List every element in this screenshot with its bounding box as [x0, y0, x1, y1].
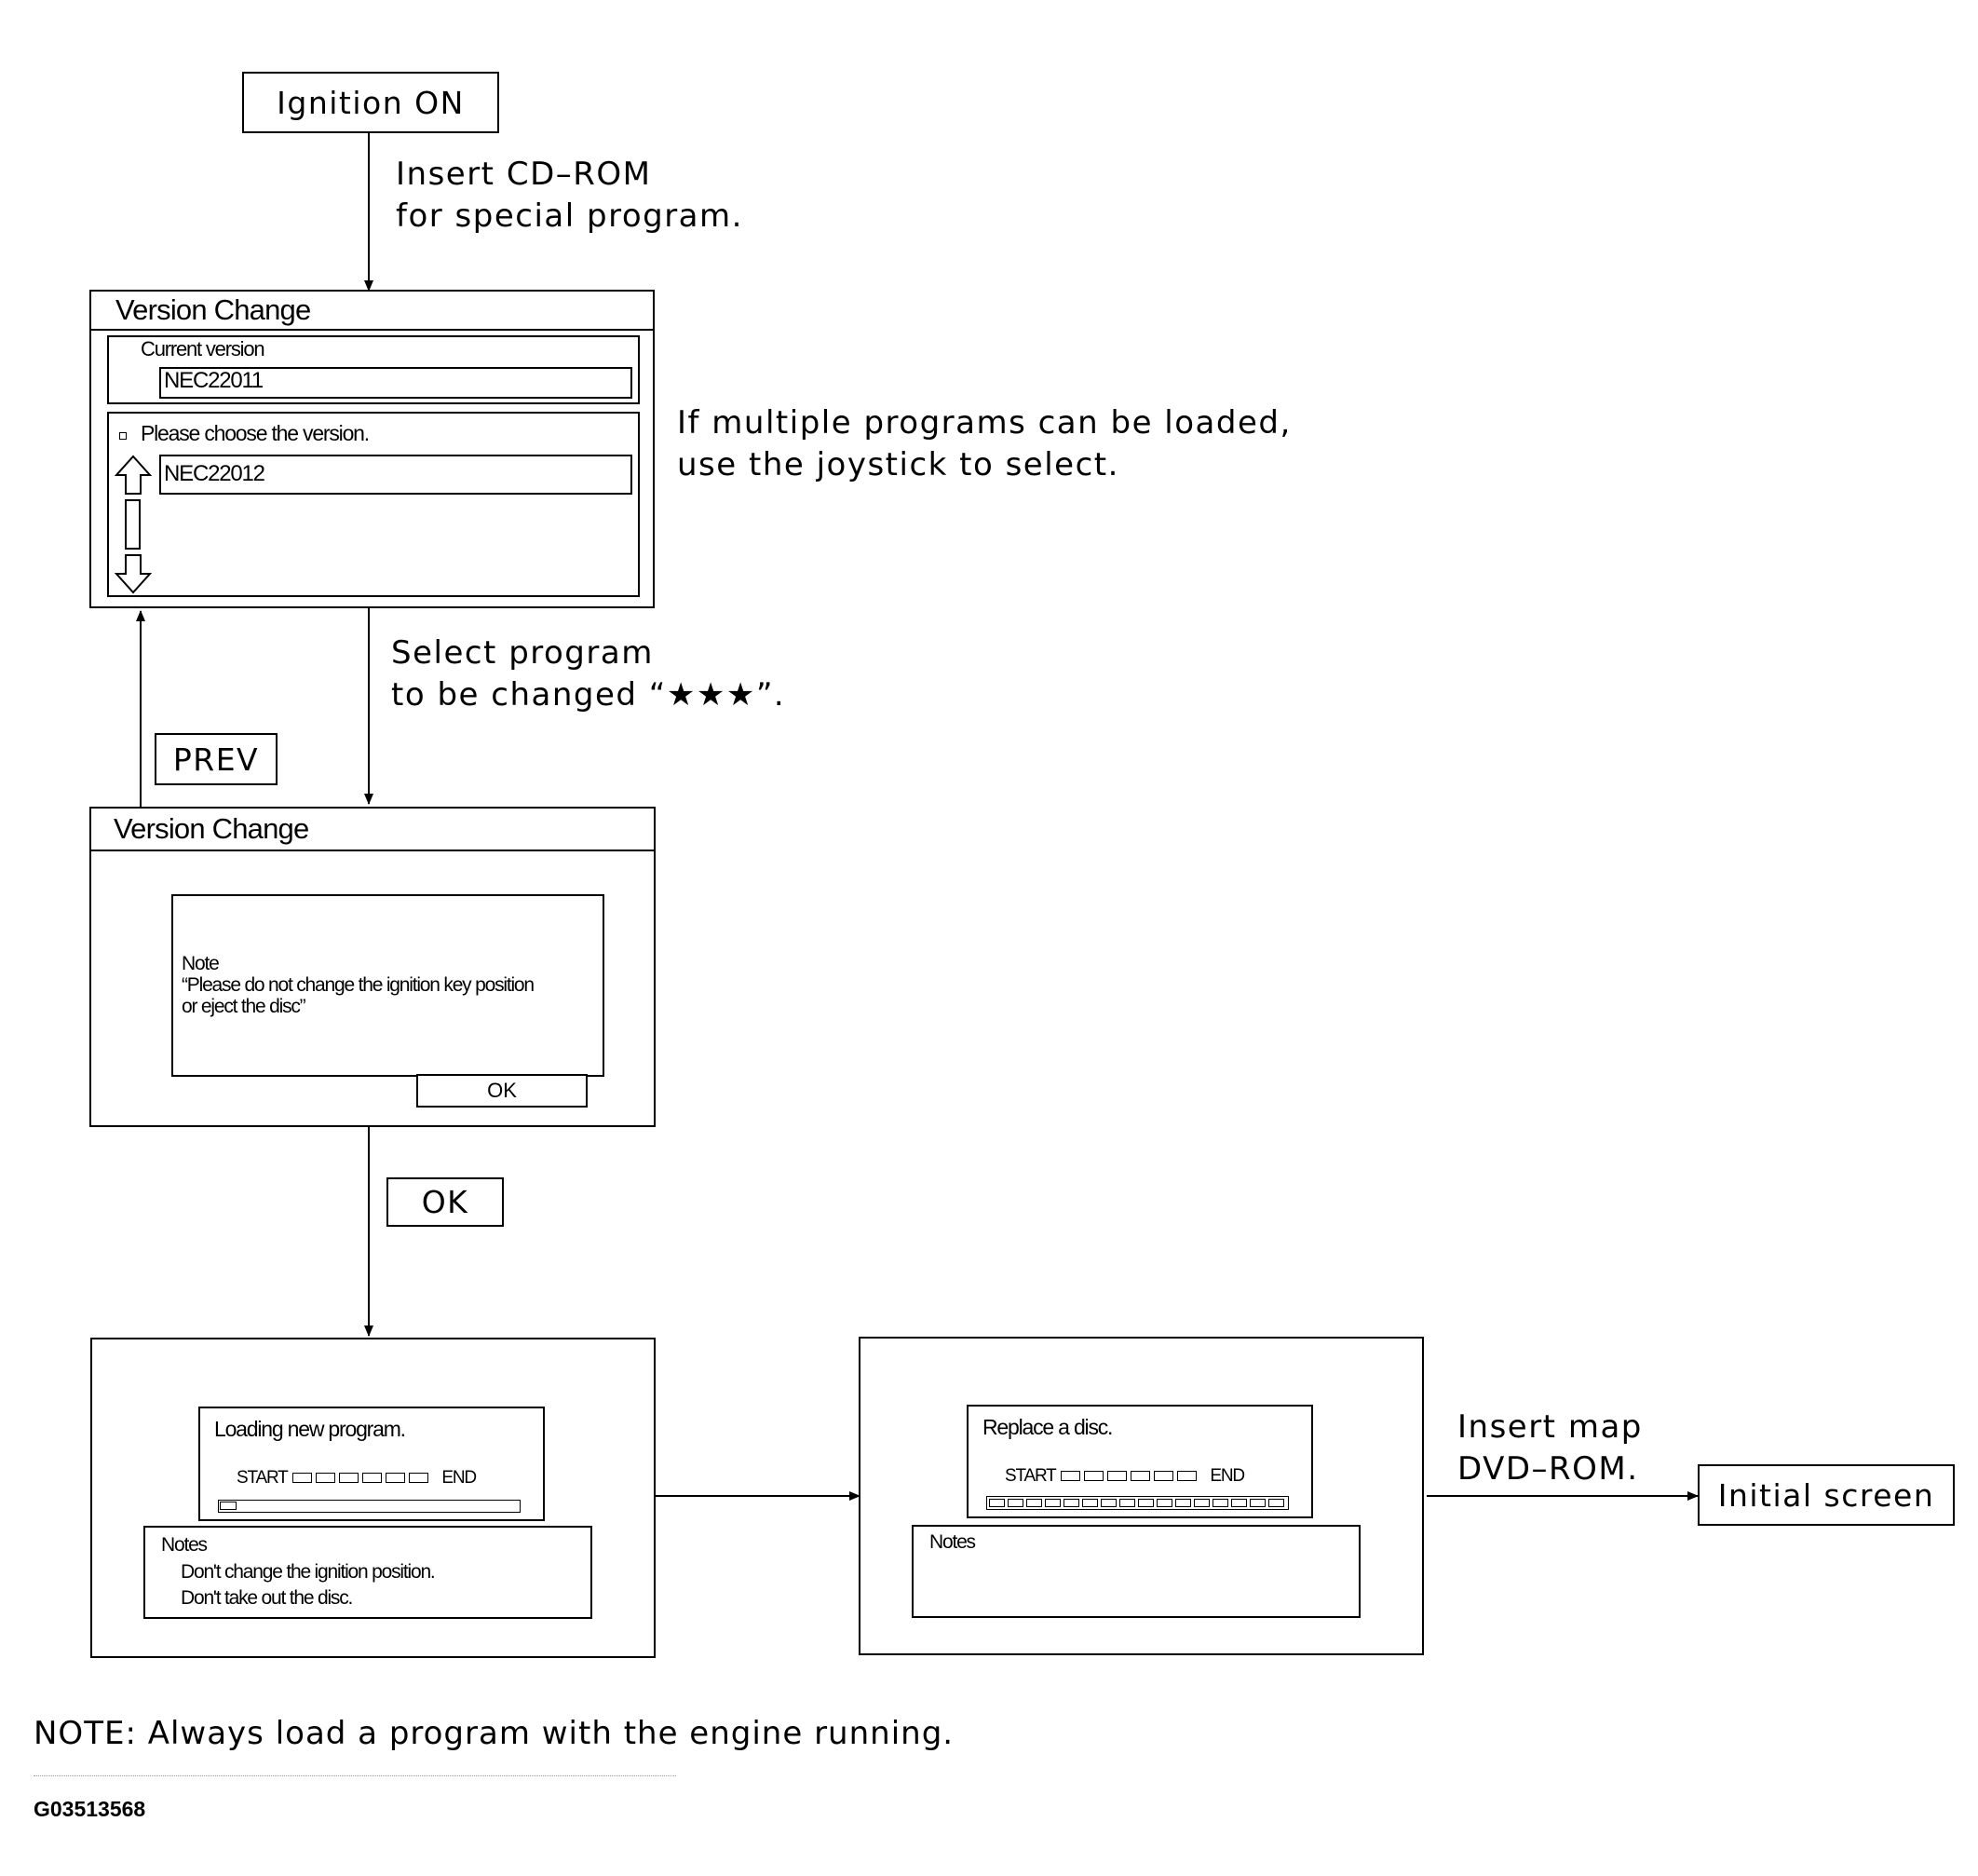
footer-note: NOTE: Always load a program with the eng… — [34, 1715, 955, 1752]
replace-legend: START END — [1005, 1466, 1245, 1487]
version-change-screen-1: Version Change Current version NEC22011 … — [89, 290, 655, 608]
loading-program-screen: Loading new program. START END Notes Don… — [90, 1338, 656, 1658]
multiple-programs-line2: use the joystick to select. — [677, 446, 1119, 483]
replace-start-label: START — [1005, 1466, 1056, 1486]
progress-segment — [989, 1499, 1005, 1507]
ok-step-button[interactable]: OK — [386, 1177, 504, 1227]
prev-button-label: PREV — [172, 741, 260, 778]
select-program-annotation: Select program to be changed “★★★”. — [391, 632, 785, 716]
loading-note-1: Don't change the ignition position. — [181, 1561, 436, 1583]
progress-segment — [1008, 1499, 1023, 1507]
footer-divider — [34, 1775, 676, 1776]
progress-segment — [1175, 1499, 1191, 1507]
progress-segment — [1231, 1499, 1247, 1507]
dialog-ok-button[interactable]: OK — [416, 1074, 588, 1108]
insert-map-line2: DVD–ROM. — [1457, 1450, 1639, 1488]
select-program-line2: to be changed “★★★”. — [391, 676, 786, 714]
initial-screen-box: Initial screen — [1698, 1464, 1955, 1526]
loading-end-label: END — [441, 1468, 477, 1488]
loading-notes-panel: Notes Don't change the ignition position… — [143, 1526, 592, 1619]
initial-screen-label: Initial screen — [1717, 1476, 1935, 1514]
multiple-programs-annotation: If multiple programs can be loaded, use … — [677, 402, 1292, 486]
scroll-up-arrow-icon[interactable] — [115, 455, 152, 496]
note-dialog-text: Note “Please do not change the ignition … — [182, 953, 535, 1017]
figure-id: G03513568 — [34, 1797, 146, 1821]
version-change-screen-2: Version Change Note “Please do not chang… — [89, 807, 656, 1127]
loading-progress-fill — [220, 1502, 237, 1510]
replace-panel: Replace a disc. START END — [967, 1405, 1313, 1518]
replace-notes-panel: Notes — [912, 1525, 1361, 1618]
progress-segment — [1157, 1499, 1172, 1507]
progress-segment — [1082, 1499, 1098, 1507]
progress-segment — [1268, 1499, 1284, 1507]
ok-step-label: OK — [421, 1184, 469, 1220]
choose-version-label: Please choose the version. — [141, 421, 370, 445]
loading-start-label: START — [237, 1468, 288, 1488]
loading-notes-title: Notes — [161, 1534, 208, 1556]
replace-end-label: END — [1210, 1466, 1245, 1486]
insert-cd-line1: Insert CD–ROM — [396, 156, 652, 193]
bullet-square-icon — [119, 432, 127, 440]
progress-segment — [1045, 1499, 1061, 1507]
screen1-title: Version Change — [115, 293, 311, 326]
replace-disc-screen: Replace a disc. START END Notes — [859, 1337, 1424, 1655]
screen1-title-divider — [91, 329, 653, 331]
insert-cd-line2: for special program. — [396, 197, 743, 235]
note-dialog-line2: or eject the disc” — [182, 996, 306, 1017]
insert-map-annotation: Insert map DVD–ROM. — [1457, 1407, 1643, 1490]
current-version-panel: Current version NEC22011 — [107, 335, 640, 404]
note-dialog-title: Note — [182, 953, 220, 974]
progress-segment — [1194, 1499, 1210, 1507]
loading-note-2: Don't take out the disc. — [181, 1587, 353, 1609]
screen2-title-divider — [91, 850, 654, 851]
replace-notes-title: Notes — [929, 1531, 976, 1553]
note-dialog-line1: “Please do not change the ignition key p… — [182, 974, 535, 996]
replace-message: Replace a disc. — [982, 1415, 1113, 1439]
loading-legend: START END — [237, 1468, 477, 1489]
ignition-on-label: Ignition ON — [277, 84, 465, 121]
scrollbar-track[interactable] — [125, 499, 141, 550]
ignition-on-box: Ignition ON — [242, 72, 499, 133]
progress-segment — [1026, 1499, 1042, 1507]
prev-button[interactable]: PREV — [155, 733, 278, 785]
replace-progress-bar — [986, 1496, 1289, 1510]
progress-segment — [1213, 1499, 1228, 1507]
screen2-title: Version Change — [114, 812, 309, 845]
note-dialog: Note “Please do not change the ignition … — [171, 894, 604, 1077]
loading-panel: Loading new program. START END — [198, 1407, 545, 1521]
current-version-field: NEC22011 — [159, 367, 632, 399]
progress-segment — [1119, 1499, 1135, 1507]
insert-map-line1: Insert map — [1457, 1408, 1643, 1446]
progress-segment — [1064, 1499, 1079, 1507]
loading-progress-bar — [218, 1500, 521, 1513]
insert-cd-annotation: Insert CD–ROM for special program. — [396, 154, 743, 238]
current-version-label: Current version — [141, 337, 265, 360]
loading-message: Loading new program. — [214, 1417, 406, 1441]
dialog-ok-label: OK — [487, 1079, 517, 1102]
progress-segment — [1138, 1499, 1154, 1507]
select-program-line1: Select program — [391, 634, 654, 672]
multiple-programs-line1: If multiple programs can be loaded, — [677, 404, 1292, 442]
choose-version-panel[interactable]: Please choose the version. NEC22012 — [107, 412, 640, 597]
scroll-down-arrow-icon[interactable] — [115, 553, 152, 594]
progress-segment — [1250, 1499, 1266, 1507]
progress-segment — [1101, 1499, 1117, 1507]
version-choice-field[interactable]: NEC22012 — [159, 455, 632, 495]
